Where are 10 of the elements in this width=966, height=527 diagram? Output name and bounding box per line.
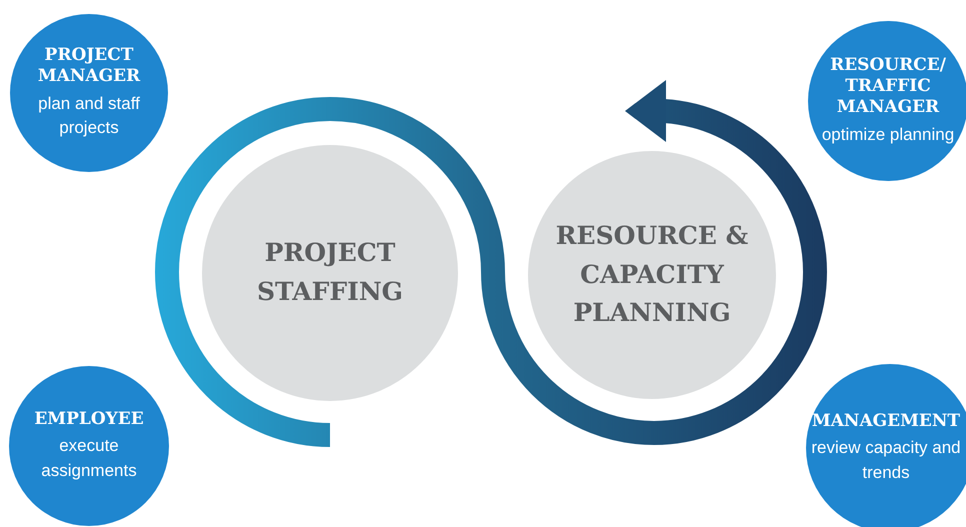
- role-title: MANAGEMENT: [810, 410, 962, 432]
- process-title: RESOURCE & CAPACITY PLANNING: [554, 220, 750, 330]
- process-title: PROJECT STAFFING: [256, 237, 404, 308]
- role-title: RESOURCE/ TRAFFIC MANAGER: [829, 54, 947, 119]
- role-description: optimize planning: [820, 124, 956, 146]
- role-description: review capacity and trends: [810, 436, 962, 484]
- role-description: plan and staff projects: [37, 92, 141, 140]
- role-description: execute assignments: [40, 434, 138, 482]
- role-title: PROJECT MANAGER: [36, 45, 142, 88]
- role-title: EMPLOYEE: [33, 408, 145, 430]
